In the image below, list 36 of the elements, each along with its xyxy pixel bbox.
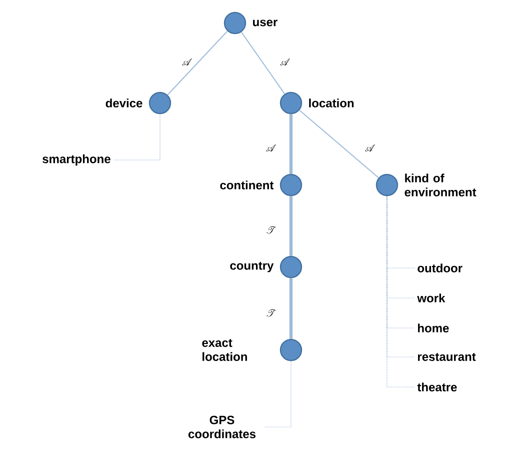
tree-node: country: [230, 256, 302, 278]
leaf-label: work: [417, 294, 446, 302]
tree-node: continent: [220, 174, 302, 196]
edge-label: $\mathscr{T}$: [264, 226, 278, 234]
leaf-label: home: [418, 324, 449, 332]
leaf-label: theatre: [417, 382, 457, 392]
node-label: country: [230, 262, 274, 272]
tree-node: device: [106, 92, 172, 114]
edge-line: [289, 114, 293, 174]
edge-label: $\mathscr{T}$: [264, 308, 278, 318]
edge-line: [298, 110, 380, 178]
edge-label: $\mathscr{A}$: [364, 144, 376, 152]
connector-line: [386, 196, 416, 388]
tree-node: user: [224, 12, 278, 34]
node-label: kind of environment: [404, 174, 476, 196]
leaf-label: outdoor: [418, 264, 462, 272]
tree-node: location: [280, 92, 354, 114]
leaf-label: restaurant: [418, 353, 476, 361]
leaf-label: GPS coordinates: [188, 416, 256, 438]
node-label: location: [309, 98, 354, 108]
edge-label: $\mathscr{A}$: [278, 58, 292, 66]
leaf-label: smartphone: [42, 154, 110, 166]
node-label: user: [253, 20, 278, 26]
edge-line: [289, 278, 293, 339]
edge-label: $\mathscr{A}$: [180, 58, 194, 66]
node-label: device: [106, 98, 142, 108]
edge-line: [167, 30, 228, 96]
node-label: continent: [220, 180, 274, 190]
tree-node: kind of environment: [376, 174, 476, 196]
node-label: exact location: [202, 339, 247, 361]
edge-line: [289, 196, 293, 256]
connector-line: [112, 114, 160, 160]
edge-line: [240, 32, 286, 94]
tree-node: exact location: [202, 338, 302, 362]
edge-label: $\mathscr{A}$: [264, 144, 278, 152]
connector-line: [264, 360, 292, 428]
